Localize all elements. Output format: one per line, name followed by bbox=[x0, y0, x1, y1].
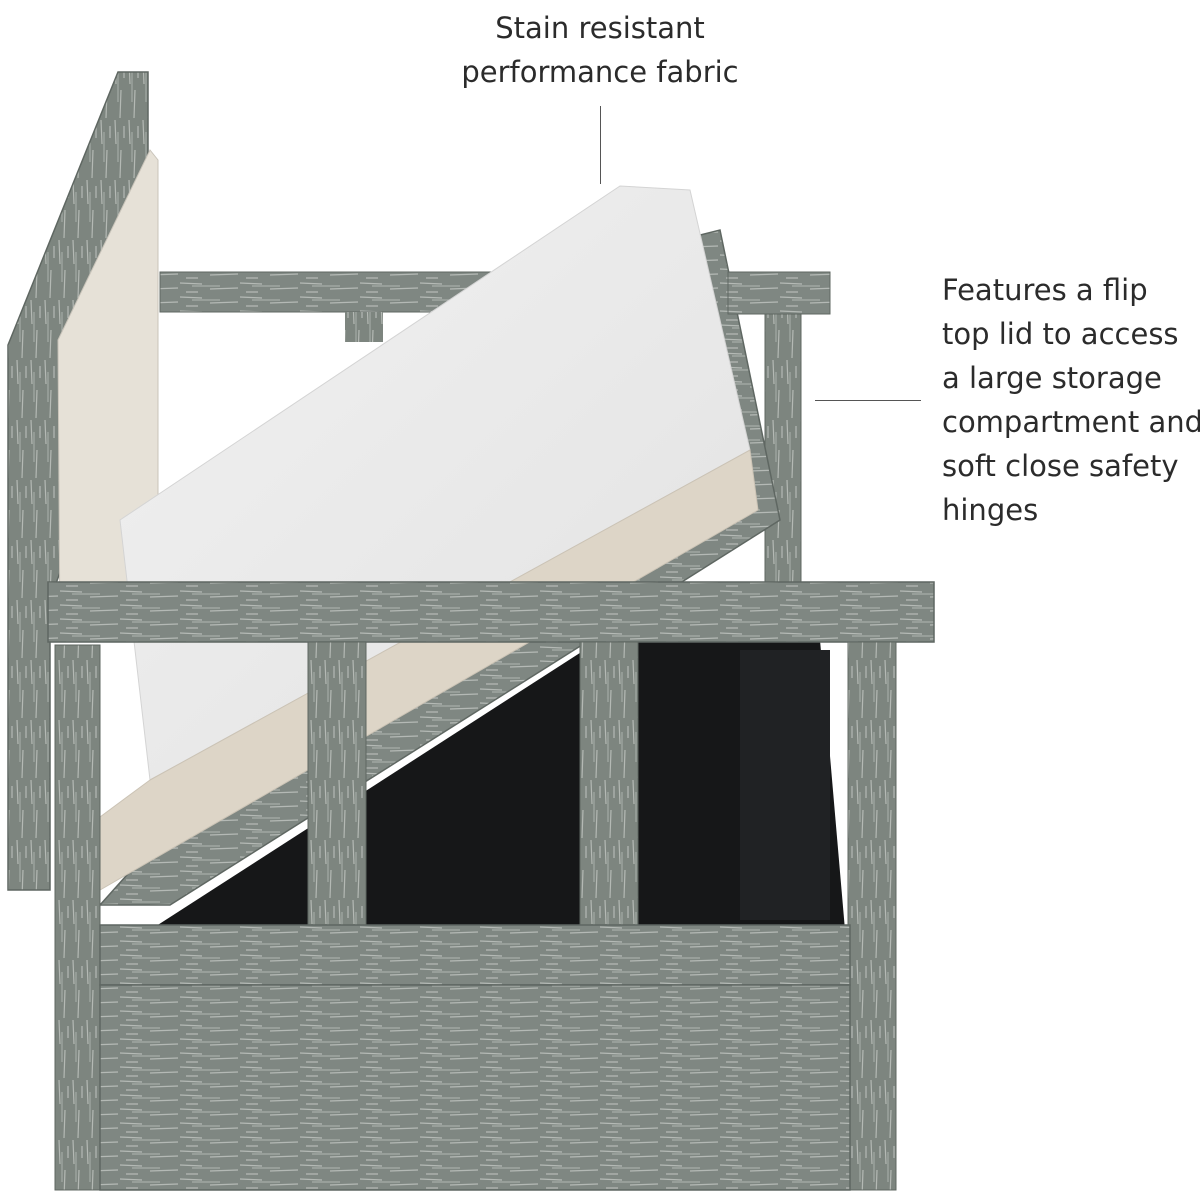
front-arm-rail bbox=[47, 271, 935, 643]
spindles bbox=[54, 641, 897, 1191]
front-panel bbox=[99, 924, 851, 1191]
callout-fabric-line: Stain resistant bbox=[495, 11, 705, 45]
callout-lid-line: hinges bbox=[942, 493, 1039, 527]
callout-lid-line: top lid to access bbox=[942, 317, 1179, 351]
callout-fabric: Stain resistant performance fabric bbox=[440, 6, 760, 94]
callout-lid-line: compartment and bbox=[942, 405, 1200, 439]
callout-lid-line: a large storage bbox=[942, 361, 1162, 395]
callout-lid-line: soft close safety bbox=[942, 449, 1179, 483]
callout-top-leader-line bbox=[600, 106, 601, 184]
callout-lid: Features a flip top lid to access a larg… bbox=[942, 268, 1200, 532]
callout-lid-line: Features a flip bbox=[942, 273, 1148, 307]
callout-right-leader-line bbox=[815, 400, 921, 401]
callout-fabric-line: performance fabric bbox=[461, 55, 739, 89]
